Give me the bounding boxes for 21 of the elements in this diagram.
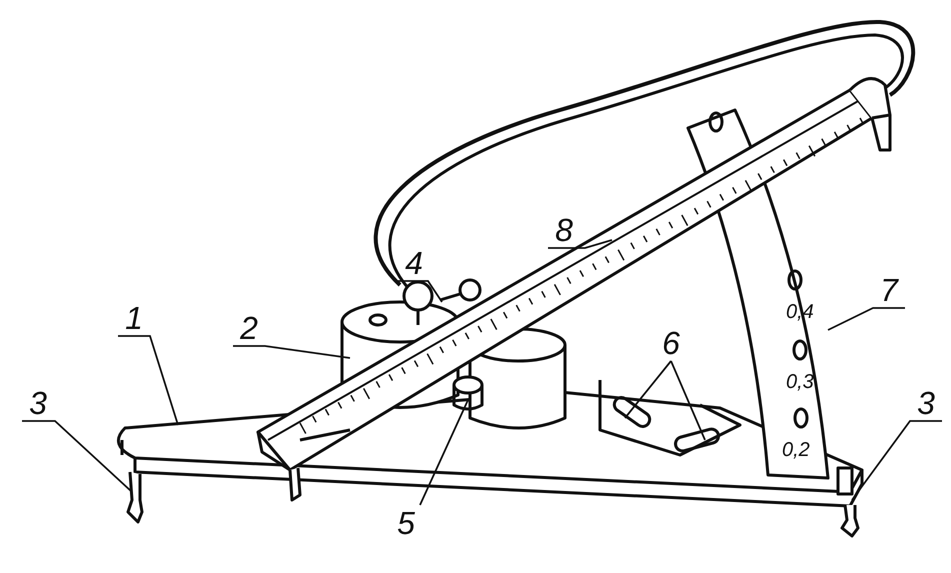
leader-line xyxy=(851,420,942,501)
leader-line xyxy=(118,335,179,426)
callout-number: 3 xyxy=(22,385,54,421)
callout-number: 8 xyxy=(548,212,580,248)
callout-number: 2 xyxy=(233,310,265,346)
callout-number: 6 xyxy=(655,325,687,361)
callout-number: 5 xyxy=(390,505,422,541)
leader-line xyxy=(22,420,133,493)
leader-line xyxy=(828,307,905,331)
leader-line xyxy=(670,360,706,440)
leader-line xyxy=(624,360,672,419)
leader-line xyxy=(233,345,350,359)
callout-number: 7 xyxy=(873,272,905,308)
callout-number: 1 xyxy=(118,300,150,336)
callout-number: 4 xyxy=(398,245,430,281)
scale-value: 0,2 xyxy=(782,440,810,460)
leader-line xyxy=(419,400,469,506)
leader-line xyxy=(548,239,612,249)
callout-number: 3 xyxy=(910,385,942,421)
scale-value: 0,3 xyxy=(786,372,814,392)
leader-line xyxy=(398,280,443,302)
